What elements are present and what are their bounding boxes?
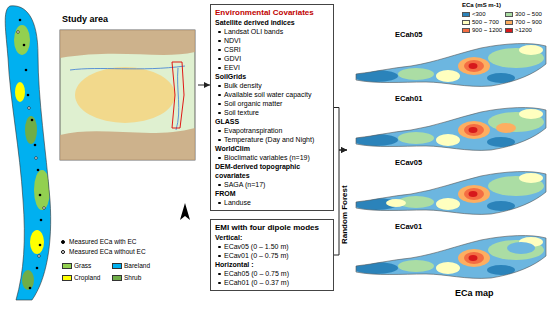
legend-swatch [62,263,72,269]
section-heading: Satellite derived indices [215,18,329,27]
legend-swatch [462,20,470,25]
list-item: ECah01 (0 – 0.37 m) [215,278,329,287]
legend-entry: Shrub [112,274,141,282]
study-area-box [172,62,184,128]
section-heading: GLASS [215,117,329,126]
panel-title: EMI with four dipole modes [215,223,329,233]
list-item: NDVI [215,36,329,45]
legend-entry: Measured ECa with EC [58,238,137,246]
legend-text: Shrub [124,274,141,282]
legend-entry: 500 ~ 700 [462,19,499,26]
list-item: Available soil water capacity [215,90,329,99]
legend-entry: Cropland [62,274,100,282]
legend-entry: 700 ~ 900 [505,19,542,26]
emi-box: EMI with four dipole modesVertical:ECav0… [210,219,334,291]
map-label: ECav05 [395,158,422,167]
cropland-patch [30,230,44,254]
list-item: Evapotranspiration [215,126,329,135]
eca-map-panel: ECah05ECah01ECav05ECav01ECa map [347,0,550,309]
legend-swatch [112,275,122,281]
legend-entry: <300 [462,11,486,18]
section-heading: Vertical: [215,233,329,242]
legend-swatch [505,12,513,17]
eca-map-v05 [354,170,546,216]
list-item: Bulk density [215,81,329,90]
map-label: ECah01 [395,94,423,103]
map-title: Study area [62,14,108,25]
section-heading: Horizontal : [215,260,329,269]
eca-map-h05 [354,42,546,88]
legend-text: Cropland [74,274,100,282]
legend-text: 700 ~ 900 [515,19,542,26]
legend-swatch [505,20,513,25]
list-item: ECah05 (0 – 0.75 m) [215,269,329,278]
legend-entry: 900 ~ 1200 [462,27,502,34]
legend-text: >1200 [515,27,532,34]
grass-patch [14,25,30,55]
edge-label: Random Forest [340,185,350,246]
cropland-patch [15,82,25,102]
list-item: Soil texture [215,108,329,117]
north-arrow [180,203,190,220]
list-item: Temperature (Day and Night) [215,135,329,144]
shrub-patch [25,116,37,144]
inset-map [60,30,195,160]
legend-text: Measured ECa with EC [69,238,137,246]
legend-entry: Bareland [112,262,150,270]
legend-swatch [462,12,470,17]
section-heading: WorldClim [215,144,329,153]
section-heading: FROM [215,189,329,198]
legend-swatch [505,28,513,33]
panel-title: Environmental Covariates [215,8,329,18]
legend-swatch [62,275,72,281]
list-item: Landuse [215,198,329,207]
list-item: SAGA (n=17) [215,180,329,189]
covariates-box: Environmental CovariatesSatellite derive… [210,4,334,211]
legend-entry: >1200 [505,27,532,34]
study-area-strip [0,0,60,309]
legend-text: <300 [472,11,486,18]
legend-swatch [112,263,122,269]
section-heading: SoilGrids [215,72,329,81]
sample-points-hollow [17,31,46,258]
legend-entry: Grass [62,262,91,270]
legend-text: Bareland [124,262,150,270]
shrub-patch [22,270,34,290]
sample-points [19,19,43,290]
section-heading: DEM-derived topographic covariates [215,162,329,180]
legend-entry: 300 ~ 500 [505,11,542,18]
list-item: Bioclimatic variables (n=19) [215,153,329,162]
list-item: GDVI [215,54,329,63]
list-item: Landsat OLI bands [215,27,329,36]
study-area-map: Study area [0,0,198,309]
panel-caption: ECa map [455,288,494,299]
list-item: EEVI [215,63,329,72]
study-area-outline [5,6,50,300]
list-item: ECav01 (0 – 0.75 m) [215,251,329,260]
legend-text: 300 ~ 500 [515,11,542,18]
point-symbol [61,250,65,254]
connector-arrow [334,108,347,151]
legend-title: ECa (mS m-1) [462,2,501,9]
legend-text: 900 ~ 1200 [472,27,502,34]
legend-entry: Measured ECa without EC [58,248,146,256]
legend-text: Grass [74,262,91,270]
connector-arrow [198,85,210,86]
list-item: CSRI [215,45,329,54]
point-symbol [61,240,65,244]
map-label: ECav01 [395,222,422,231]
legend-text: Measured ECa without EC [69,248,146,256]
legend-swatch [462,28,470,33]
map-label: ECah05 [395,30,423,39]
list-item: ECav05 (0 – 1.50 m) [215,242,329,251]
eca-map-v01 [354,234,546,280]
bareland-area [0,0,60,309]
eca-map-h01 [354,106,546,152]
list-item: Soil organic matter [215,99,329,108]
legend-text: 500 ~ 700 [472,19,499,26]
